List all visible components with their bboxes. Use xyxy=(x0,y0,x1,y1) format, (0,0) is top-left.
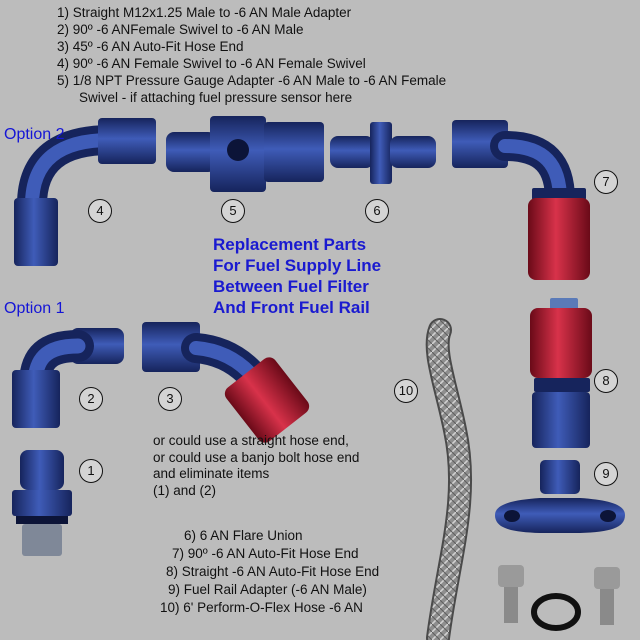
number-marker-1: 1 xyxy=(79,459,103,483)
fitting-4 xyxy=(14,118,156,266)
parts-list-item-continued: Swivel - if attaching fuel pressure sens… xyxy=(79,90,353,105)
alternative-note: or could use a straight hose end, or cou… xyxy=(153,433,359,499)
parts-list-item: 9) Fuel Rail Adapter (-6 AN Male) xyxy=(168,582,367,597)
parts-list-item: 2) 90º -6 ANFemale Swivel to -6 AN Male xyxy=(57,22,304,37)
note-line: (1) and (2) xyxy=(153,482,217,498)
parts-list-item: 5) 1/8 NPT Pressure Gauge Adapter -6 AN … xyxy=(57,73,447,88)
note-line: and eliminate items xyxy=(153,466,270,481)
parts-list-item: 10) 6' Perform-O-Flex Hose -6 AN xyxy=(160,600,363,615)
parts-list-top: 1) Straight M12x1.25 Male to -6 AN Male … xyxy=(57,4,446,106)
fitting-6 xyxy=(330,122,436,184)
parts-list-item: 7) 90º -6 AN Auto-Fit Hose End xyxy=(172,546,359,561)
number-marker-8: 8 xyxy=(594,369,618,393)
number-marker-2: 2 xyxy=(79,387,103,411)
headline-line: Between Fuel Filter xyxy=(213,277,369,296)
fitting-9 xyxy=(495,460,625,631)
number-marker-7: 7 xyxy=(594,170,618,194)
parts-list-item: 8) Straight -6 AN Auto-Fit Hose End xyxy=(166,564,380,579)
headline-line: For Fuel Supply Line xyxy=(213,256,382,275)
headline-line: Replacement Parts xyxy=(213,235,367,254)
parts-list-item: 3) 45º -6 AN Auto-Fit Hose End xyxy=(57,39,244,54)
fitting-5 xyxy=(166,116,324,192)
option-2-label: Option 2 xyxy=(4,126,65,143)
parts-list-item: 1) Straight M12x1.25 Male to -6 AN Male … xyxy=(57,5,352,20)
number-marker-4: 4 xyxy=(88,199,112,223)
parts-list-item: 4) 90º -6 AN Female Swivel to -6 AN Fema… xyxy=(57,56,366,71)
parts-list-bottom: 6) 6 AN Flare Union 7) 90º -6 AN Auto-Fi… xyxy=(160,527,379,617)
headline: Replacement Parts For Fuel Supply Line B… xyxy=(213,234,381,318)
number-marker-3: 3 xyxy=(158,387,182,411)
fitting-8 xyxy=(530,298,592,448)
number-marker-5: 5 xyxy=(221,199,245,223)
fitting-2 xyxy=(12,328,124,428)
number-marker-9: 9 xyxy=(594,462,618,486)
option-1-label: Option 1 xyxy=(4,300,65,317)
note-line: or could use a straight hose end, xyxy=(153,433,349,448)
fitting-3 xyxy=(142,322,310,443)
number-marker-10: 10 xyxy=(394,379,418,403)
note-line: or could use a banjo bolt hose end xyxy=(153,449,360,465)
fitting-1 xyxy=(12,450,72,556)
number-marker-6: 6 xyxy=(365,199,389,223)
fitting-7 xyxy=(452,120,590,280)
parts-list-item: 6) 6 AN Flare Union xyxy=(184,528,303,543)
headline-line: And Front Fuel Rail xyxy=(213,298,370,317)
